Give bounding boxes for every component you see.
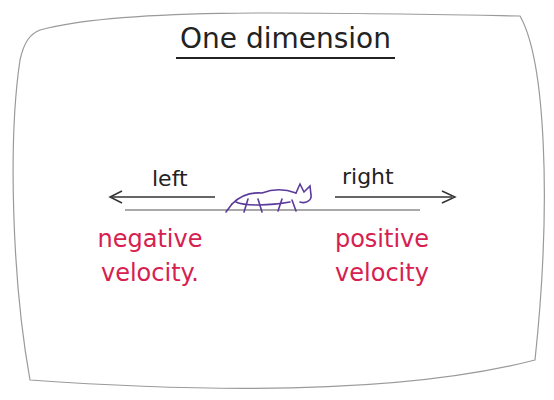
ground-line [125, 209, 420, 210]
direction-label: left [152, 166, 188, 191]
left-arrow-shaft [112, 196, 215, 198]
right-arrow-head [442, 191, 455, 203]
title: One dimension [176, 22, 395, 59]
card-outline [13, 13, 544, 388]
velocity-note: negative velocity. [80, 222, 220, 290]
velocity-note: positive velocity [312, 222, 452, 290]
left-arrow-head [110, 191, 122, 203]
direction-label: right [342, 164, 394, 189]
animal-drawing [226, 184, 311, 212]
right-arrow-shaft [335, 196, 452, 198]
